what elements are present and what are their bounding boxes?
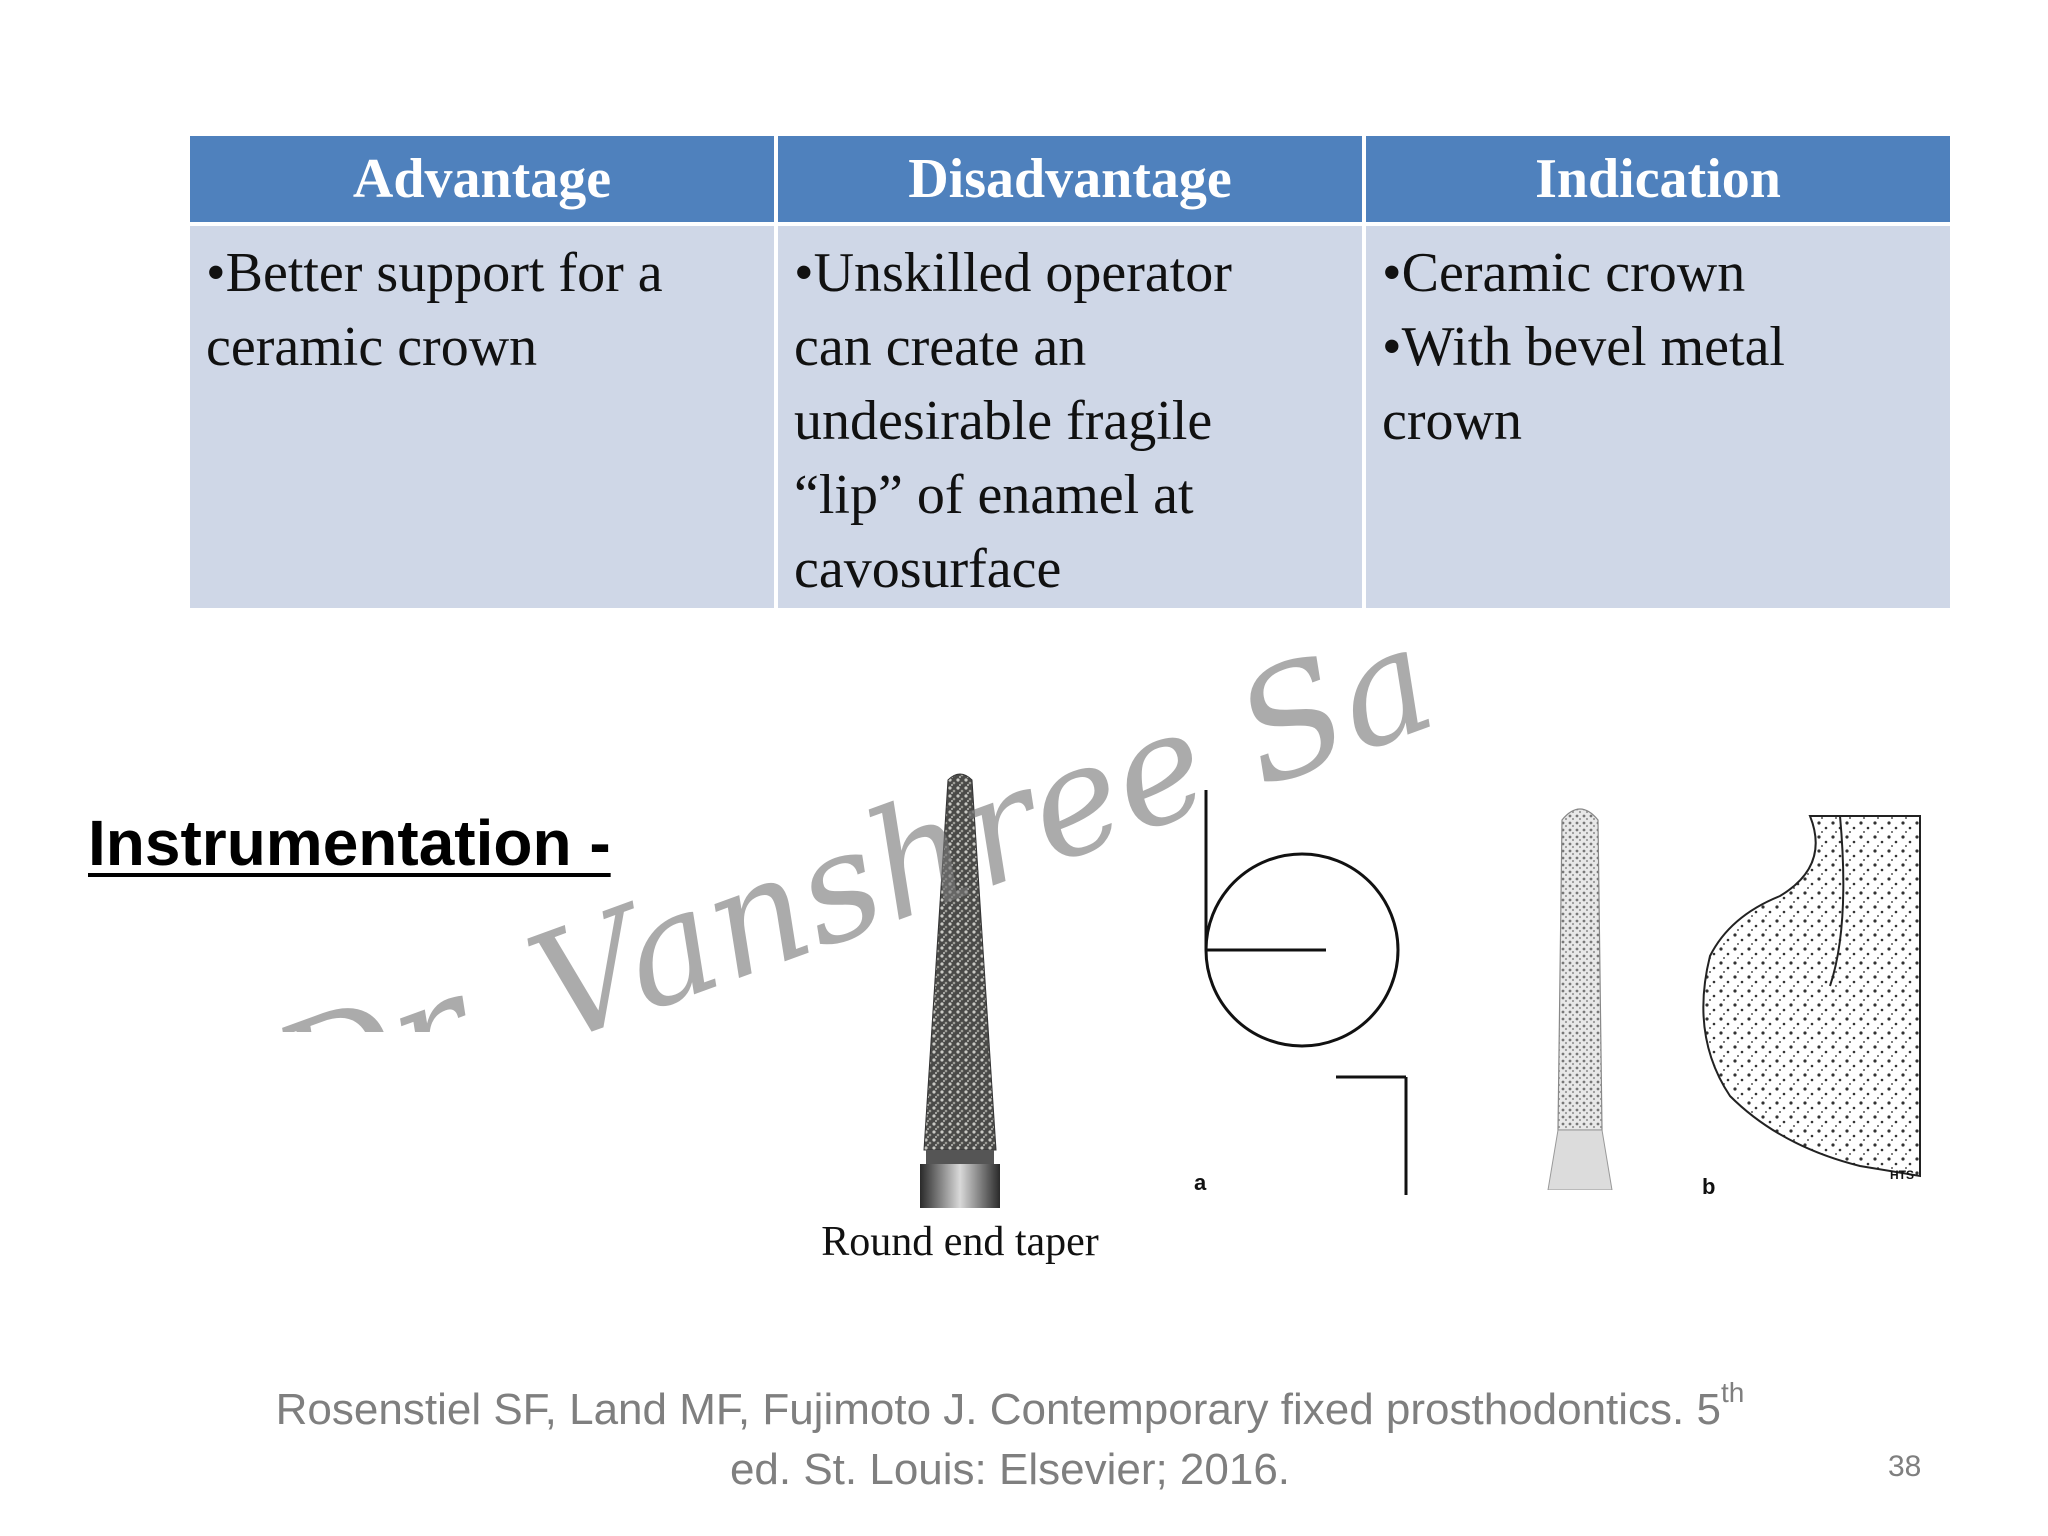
header-advantage: Advantage <box>190 136 774 222</box>
cell-advantage: •Better support for a ceramic crown <box>190 226 774 608</box>
table-header-row: Advantage Disadvantage Indication <box>190 136 1950 222</box>
cell-disadvantage: •Unskilled operator can create an undesi… <box>778 226 1362 608</box>
diamond-bur-drawing <box>1547 808 1613 1190</box>
cell-line: •Better support for a <box>206 242 663 304</box>
reference-line-2: ed. St. Louis: Elsevier; 2016. <box>729 1445 1291 1494</box>
figure-label-b: b <box>1702 1174 1716 1199</box>
bur-geometry-diagram <box>1204 790 1408 1195</box>
cell-line: crown <box>1382 390 1522 452</box>
tooth-section-drawing <box>1702 815 1921 1178</box>
reference-line-1: Rosenstiel SF, Land MF, Fujimoto J. Cont… <box>275 1385 1721 1434</box>
cell-line: •With bevel metal <box>1382 316 1785 378</box>
header-indication: Indication <box>1366 136 1950 222</box>
cell-line: can create an <box>794 316 1087 378</box>
cell-line: undesirable fragile <box>794 390 1213 452</box>
cell-line: •Ceramic crown <box>1382 242 1746 304</box>
figure-label-hts: HTS <box>1890 1168 1914 1182</box>
table-row: •Better support for a ceramic crown •Uns… <box>190 226 1950 608</box>
cell-line: cavosurface <box>794 538 1062 600</box>
page-number: 38 <box>1888 1450 1922 1483</box>
cell-line: •Unskilled operator <box>794 242 1232 304</box>
figure-caption: Round end taper <box>821 1219 1099 1265</box>
header-disadvantage: Disadvantage <box>778 136 1362 222</box>
reference-superscript: th <box>1720 1377 1745 1408</box>
comparison-table: Advantage Disadvantage Indication •Bette… <box>186 132 1954 612</box>
round-end-taper-bur-image <box>920 773 1000 1208</box>
cell-line: “lip” of enamel at <box>794 464 1194 526</box>
cell-indication: •Ceramic crown •With bevel metal crown <box>1366 226 1950 608</box>
cell-line: ceramic crown <box>206 316 538 378</box>
figure-label-a: a <box>1194 1170 1207 1195</box>
section-heading: Instrumentation - <box>88 807 611 879</box>
reference-citation: Rosenstiel SF, Land MF, Fujimoto J. Cont… <box>150 1377 1870 1500</box>
